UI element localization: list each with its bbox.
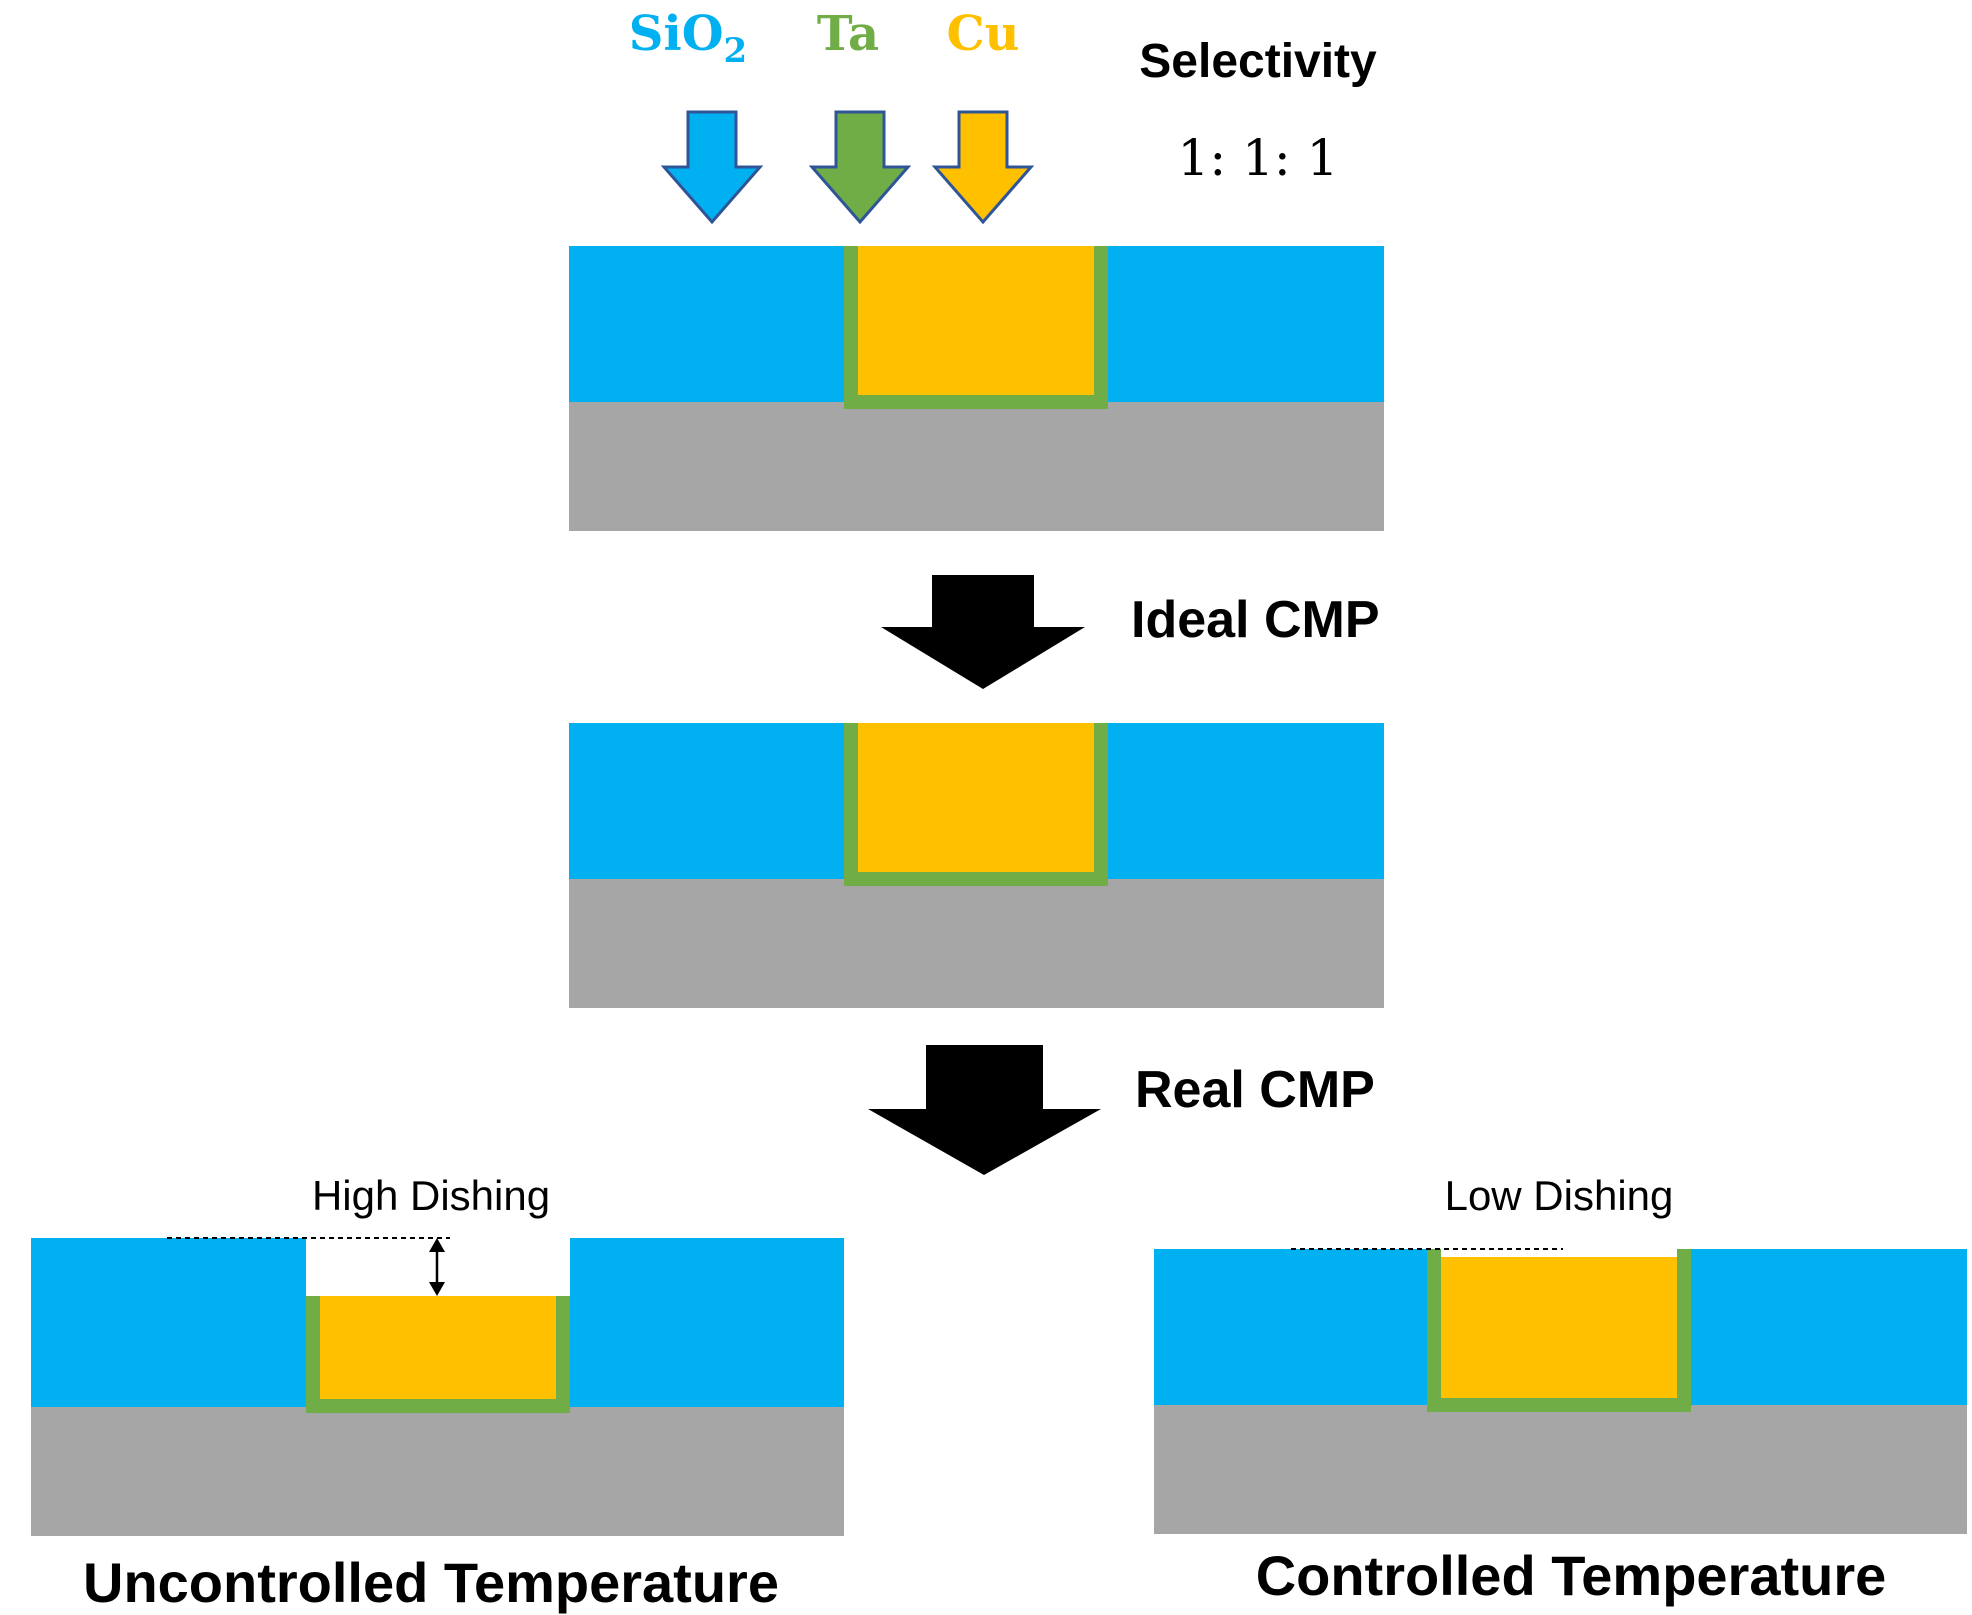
dishing-depth-arrow-icon	[429, 1238, 445, 1296]
cu-fill	[858, 723, 1094, 872]
ta-liner	[844, 246, 1108, 409]
substrate-layer	[31, 1407, 844, 1536]
ta-label: Ta	[817, 6, 879, 62]
ideal-structure	[569, 723, 1384, 1008]
substrate-layer	[1154, 1405, 1967, 1534]
selectivity-ratio: 1: 1: 1	[1178, 129, 1339, 187]
sio2-arrow-icon	[660, 110, 764, 225]
uncontrolled-caption: Uncontrolled Temperature	[83, 1551, 779, 1614]
cu-fill	[1441, 1257, 1677, 1398]
selectivity-title: Selectivity	[1139, 35, 1377, 88]
ta-arrow-icon	[808, 110, 912, 225]
high-dishing-label: High Dishing	[312, 1172, 550, 1219]
ideal-cmp-arrow-icon	[881, 575, 1085, 689]
substrate-layer	[569, 402, 1384, 531]
ta-liner	[1427, 1249, 1691, 1412]
substrate-layer	[569, 879, 1384, 1008]
ta-liner	[306, 1296, 570, 1413]
ideal-cmp-label: Ideal CMP	[1131, 591, 1380, 649]
real-cmp-arrow-icon	[868, 1045, 1101, 1175]
controlled-caption: Controlled Temperature	[1256, 1544, 1887, 1607]
cu-fill	[320, 1296, 556, 1399]
cu-arrow-icon	[931, 110, 1035, 225]
initial-structure	[569, 246, 1384, 531]
cu-fill	[858, 246, 1094, 395]
ta-liner	[844, 723, 1108, 886]
sio2-label: SiO2	[629, 6, 747, 71]
low-dishing-label: Low Dishing	[1445, 1172, 1674, 1219]
dishing-recess	[1434, 1249, 1686, 1257]
real-cmp-label: Real CMP	[1135, 1061, 1375, 1119]
cu-label: Cu	[946, 6, 1019, 62]
controlled-structure	[1154, 1249, 1967, 1534]
